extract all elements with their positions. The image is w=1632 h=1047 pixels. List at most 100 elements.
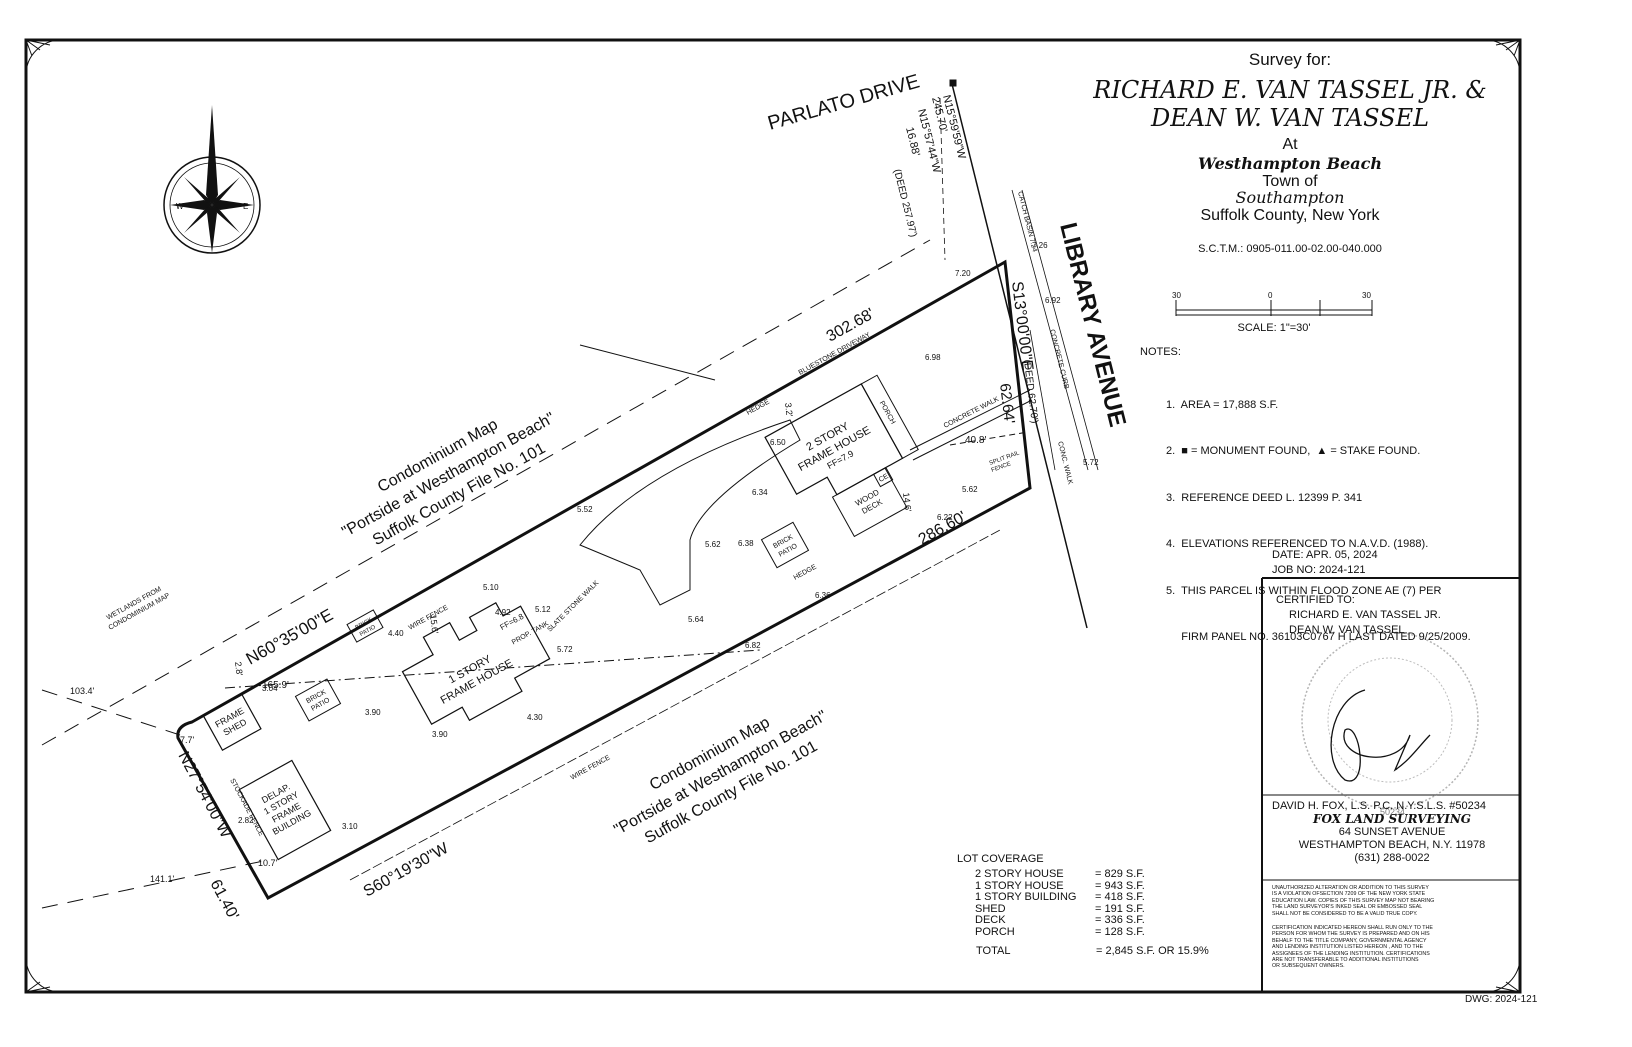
- dist-28: 2.8': [233, 661, 245, 677]
- disclaimer-line: BEHALF TO THE TITLE COMPANY, GOVERNMENTA…: [1272, 937, 1427, 944]
- brick-patio-west: BRICK PATIO: [346, 609, 384, 643]
- note-item: 3. REFERENCE DEED L. 12399 P. 341: [1166, 491, 1363, 504]
- coverage-row: DECK= 336 S.F.: [975, 914, 1145, 926]
- north-arrow-compass: W E: [163, 105, 261, 254]
- monument-icon: [949, 79, 957, 87]
- svg-text:4.92: 4.92: [495, 608, 511, 617]
- job-info: DATE: APR. 05, 2024 JOB NO: 2024-121: [1272, 548, 1378, 578]
- svg-text:3.90: 3.90: [365, 708, 381, 717]
- svg-text:6.82: 6.82: [745, 641, 761, 650]
- svg-text:6.50: 6.50: [770, 438, 786, 447]
- disclaimer-line: SHALL NOT BE CONSIDERED TO BE A VALID TR…: [1272, 910, 1418, 917]
- delap-building: DELAP. 1 STORY FRAME BUILDING: [238, 759, 332, 861]
- survey-for: Survey for:: [1248, 50, 1332, 69]
- certified-name: RICHARD E. VAN TASSEL JR.: [1289, 609, 1441, 621]
- svg-text:3.90: 3.90: [432, 730, 448, 739]
- bearing-left: N27°54'00"W: [174, 749, 234, 842]
- certified-heading: CERTIFIED TO:: [1276, 594, 1355, 606]
- svg-text:6.34: 6.34: [752, 488, 768, 497]
- svg-text:5.52: 5.52: [577, 505, 593, 514]
- job-number: JOB NO: 2024-121: [1272, 564, 1366, 576]
- slate-walk-label: SLATE STONE WALK: [546, 579, 600, 633]
- svg-text:6.98: 6.98: [925, 353, 941, 362]
- concrete-curb-label: CONCRETE CURB: [1048, 329, 1070, 390]
- note-item: 2. ■ = MONUMENT FOUND, ▲ = STAKE FOUND.: [1166, 445, 1421, 457]
- disclaimer-line: EDUCATION LAW. COPIES OF THIS SURVEY MAP…: [1272, 897, 1435, 904]
- dist-103: 103.4': [70, 686, 95, 696]
- surveyor-seal: 50234: [1301, 631, 1479, 817]
- svg-text:6.38: 6.38: [738, 539, 754, 548]
- disclaimer-line: IS A VIOLATION OFSECTION 7209 OF THE NEW…: [1272, 891, 1426, 898]
- coverage-row: PORCH= 128 S.F.: [975, 925, 1145, 938]
- disclaimer-line: PERSON FOR WHOM THE SURVEY IS PREPARED A…: [1272, 931, 1430, 938]
- bearing-bottom: S60°19'30"W: [361, 839, 453, 900]
- svg-text:5.72: 5.72: [557, 645, 573, 654]
- dist-141: 141.1': [150, 874, 175, 884]
- dist-15: 15.6': [428, 614, 440, 635]
- svg-text:SCALE: 1"=30': SCALE: 1"=30': [1238, 322, 1311, 334]
- company-address-1: 64 SUNSET AVENUE: [1338, 826, 1446, 838]
- dist-165: 165.9': [262, 680, 289, 691]
- coverage-row: 1 STORY BUILDING= 418 S.F.: [975, 891, 1145, 903]
- svg-text:5.62: 5.62: [705, 540, 721, 549]
- sheet-border: [24, 38, 1522, 994]
- svg-text:4.30: 4.30: [527, 713, 543, 722]
- dist-77: 7.7': [180, 735, 195, 745]
- surveyor-info: DAVID H. FOX, L.S. P.C. N.Y.S.L.S. #5023…: [1264, 800, 1520, 865]
- road-lines: [939, 79, 1099, 629]
- coverage-row: 1 STORY HOUSE= 943 S.F.: [975, 879, 1145, 892]
- concrete-walk: [909, 389, 1031, 451]
- disclaimer-line: CERTIFICATION INDICATED HEREON SHALL RUN…: [1272, 925, 1433, 932]
- svg-text:3.04: 3.04: [262, 684, 278, 693]
- svg-text:4.40: 4.40: [388, 629, 404, 638]
- bearing-right-distance: 62.64': [996, 382, 1018, 424]
- town: Southampton: [1235, 188, 1345, 207]
- corner-ornaments: [25, 39, 1521, 993]
- company-address-2: WESTHAMPTON BEACH, N.Y. 11978: [1298, 839, 1486, 851]
- svg-text:6.22: 6.22: [937, 513, 953, 522]
- client-line-1: RICHARD E. VAN TASSEL JR. &: [1093, 76, 1487, 104]
- title-block-frame: [1261, 577, 1520, 992]
- frame-shed: FRAME SHED: [202, 693, 262, 751]
- coverage-row: SHED= 191 S.F.: [975, 902, 1145, 915]
- svg-text:5.72: 5.72: [1083, 458, 1099, 467]
- svg-text:6.36: 6.36: [815, 591, 831, 600]
- disclaimers: UNAUTHORIZED ALTERATION OR ADDITION TO T…: [1272, 885, 1434, 970]
- scale-bar: 30 0 30 SCALE: 1"=30': [1172, 291, 1373, 334]
- svg-text:CE: CE: [878, 473, 890, 484]
- client-line-2: DEAN W. VAN TASSEL: [1150, 104, 1430, 132]
- svg-text:3.10: 3.10: [342, 822, 358, 831]
- adjacent-lines: [41, 239, 931, 909]
- surveyor-name: DAVID H. FOX, L.S. P.C. N.Y.S.L.S. #5023…: [1272, 800, 1486, 812]
- svg-text:5.64: 5.64: [688, 615, 704, 624]
- disclaimer-line: UNAUTHORIZED ALTERATION OR ADDITION TO T…: [1272, 885, 1429, 891]
- lot-coverage: LOT COVERAGE 2 STORY HOUSE= 829 S.F. 1 S…: [957, 853, 1210, 959]
- coverage-row: 2 STORY HOUSE= 829 S.F.: [975, 868, 1145, 880]
- disclaimer-line: THE LAND SURVEYOR'S INKED SEAL OR EMBOSS…: [1272, 904, 1423, 911]
- title-block: Survey for: RICHARD E. VAN TASSEL JR. & …: [1060, 50, 1520, 255]
- lot-coverage-heading: LOT COVERAGE: [957, 853, 1044, 865]
- bearing-left-distance: 61.40': [206, 877, 241, 923]
- bluestone-driveway: [579, 419, 801, 606]
- note-item: 5. THIS PARCEL IS WITHIN FLOOD ZONE AE (…: [1166, 584, 1442, 597]
- svg-text:2.82: 2.82: [238, 816, 254, 825]
- condo-south-label: Condominium Map "Portside at Westhampton…: [611, 708, 830, 848]
- disclaimer-line: ASSIGNEES OF THE LENDING INSTITUTION. CE…: [1272, 950, 1430, 957]
- svg-text:50234: 50234: [1380, 807, 1405, 817]
- svg-text:30: 30: [1172, 291, 1181, 300]
- bearing-top: N60°35'00"E: [243, 605, 337, 668]
- coverage-total: TOTAL= 2,845 S.F. OR 15.9%: [976, 945, 1209, 957]
- tie2-distance: 16.88': [903, 126, 922, 158]
- svg-text:5.62: 5.62: [962, 485, 978, 494]
- stockade-fence-label: STOCKADE FENCE: [228, 778, 264, 838]
- company-phone: (631) 288-0022: [1354, 852, 1430, 864]
- note-item: 1. AREA = 17,888 S.F.: [1166, 398, 1279, 411]
- dist-32: 3.2': [783, 402, 795, 418]
- conc-walk-label: CONC. WALK: [1056, 441, 1074, 486]
- note-item: FIRM PANEL NO. 36103C0767 H LAST DATED 9…: [1166, 631, 1471, 643]
- svg-text:"Portside at Westhampton Beach: "Portside at Westhampton Beach": [339, 410, 558, 541]
- hedge-label-2: HEDGE: [793, 563, 818, 581]
- svg-text:6.92: 6.92: [1045, 296, 1061, 305]
- sctm-number: S.C.T.M.: 0905-011.00-02.00-040.000: [1198, 243, 1382, 255]
